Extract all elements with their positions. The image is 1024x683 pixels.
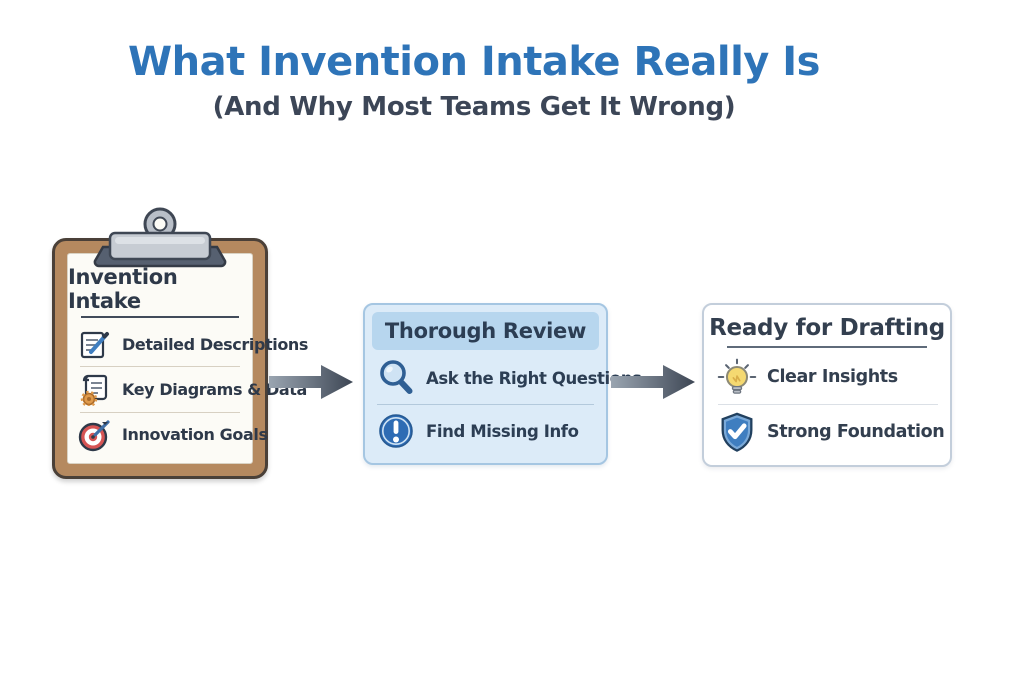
flow-arrow-icon [269, 365, 353, 399]
page-title: What Invention Intake Really Is [128, 39, 820, 85]
drafting-heading-underline [727, 346, 927, 348]
drafting-box-heading: Ready for Drafting [709, 315, 945, 341]
thorough-review-box: Thorough Review Ask the Right Questions [363, 303, 642, 465]
clipboard-heading: Invention Intake [68, 265, 178, 313]
shield-check-icon [716, 410, 758, 454]
invention-intake-clipboard: Invention Intake Detailed Des [52, 207, 308, 479]
list-item: Innovation Goals [76, 413, 268, 457]
list-item-label: Innovation Goals [122, 425, 268, 445]
list-item: Key Diagrams & Data [76, 367, 307, 411]
divider [718, 404, 938, 405]
clipboard-paper: Invention Intake Detailed Des [67, 253, 308, 464]
list-item-label: Find Missing Info [426, 421, 579, 441]
list-item-label: Ask the Right Questions [426, 368, 642, 388]
list-item-label: Key Diagrams & Data [122, 379, 307, 399]
list-item: Strong Foundation [716, 405, 945, 459]
flow-arrow-icon [611, 365, 695, 399]
exclamation-icon [375, 412, 417, 450]
list-item: Ask the Right Questions [375, 352, 642, 404]
clipboard-clip-icon [93, 207, 227, 268]
list-item: Detailed Descriptions [76, 322, 308, 366]
magnifier-icon [375, 358, 417, 398]
header: What Invention Intake Really Is (And Why… [0, 40, 948, 122]
list-item: Find Missing Info [375, 405, 596, 457]
divider [80, 366, 240, 368]
list-item-label: Detailed Descriptions [122, 334, 309, 354]
diagram-data-icon [76, 372, 114, 407]
page-subtitle: (And Why Most Teams Get It Wrong) [212, 92, 736, 122]
list-item-label: Clear Insights [767, 367, 898, 387]
divider [377, 404, 594, 405]
review-box-heading: Thorough Review [372, 312, 599, 350]
list-item: Clear Insights [716, 350, 940, 404]
target-goal-icon [76, 417, 114, 453]
clipboard-heading-underline [81, 316, 239, 318]
list-item-label: Strong Foundation [767, 422, 945, 442]
lightbulb-icon [716, 354, 758, 400]
ready-for-drafting-box: Ready for Drafting [702, 303, 952, 467]
document-pen-icon [76, 327, 114, 361]
divider [80, 411, 240, 413]
